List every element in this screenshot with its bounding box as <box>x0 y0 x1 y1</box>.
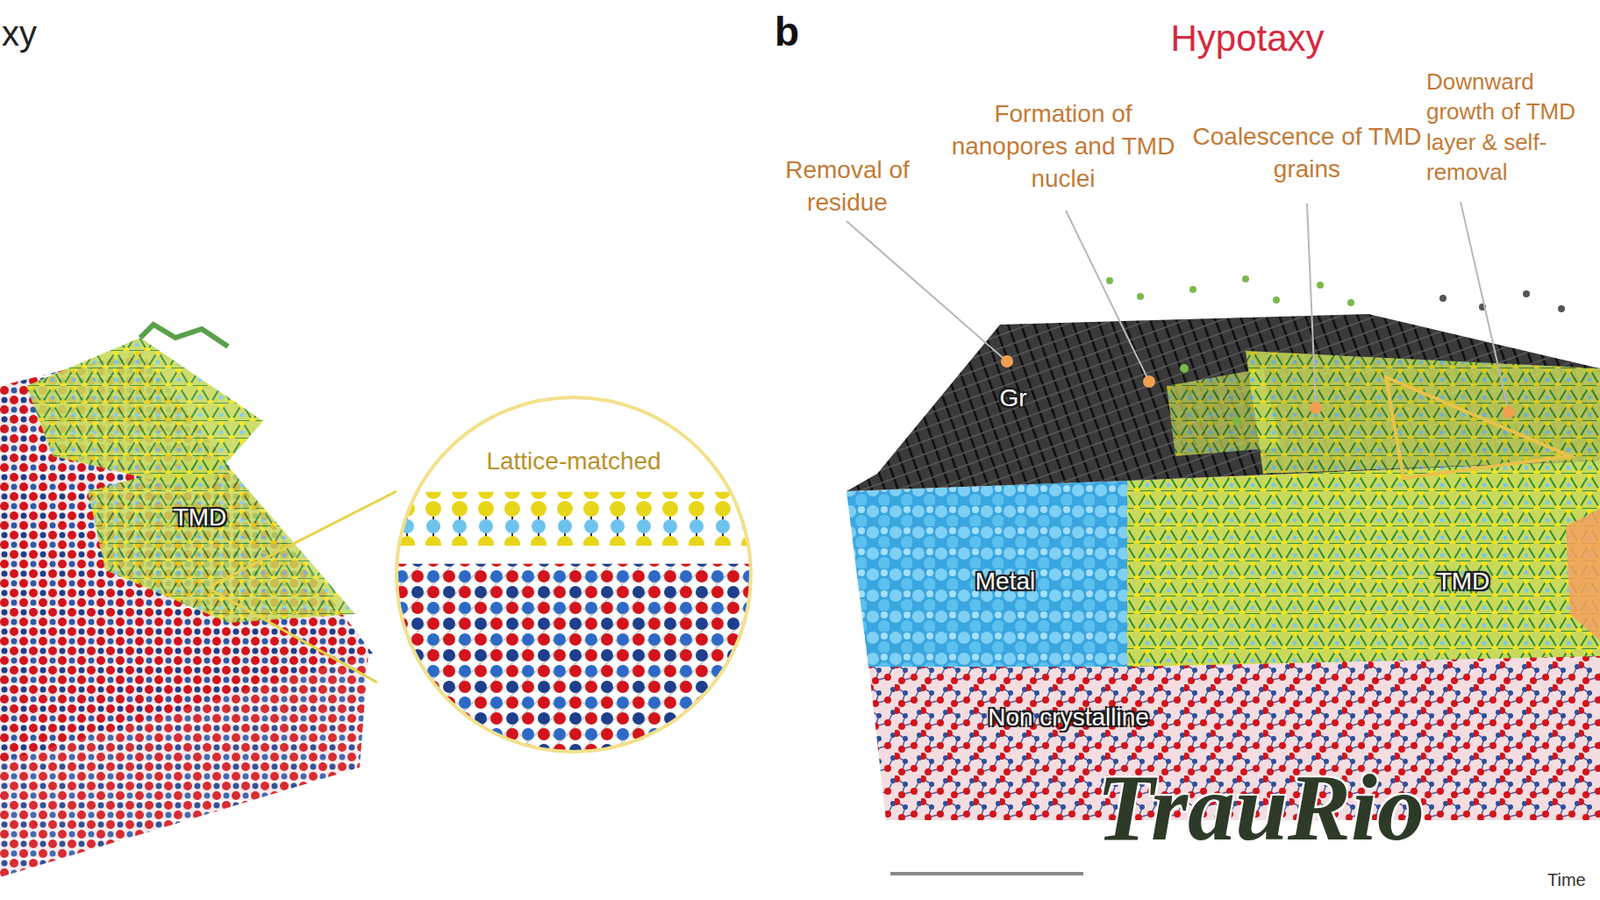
layer-label: Gr <box>978 382 1049 415</box>
callout-label: Removal of residue <box>755 154 940 220</box>
layer-label: TMD <box>1414 565 1512 599</box>
panel-letter: b <box>774 5 828 59</box>
layer-label: TMD <box>156 501 244 535</box>
axis-label: Time <box>1547 868 1599 892</box>
callout-label: Coalescence of TMD grains <box>1184 121 1430 186</box>
watermark: TrauRio <box>1096 756 1536 861</box>
callout-label: Downward growth of TMD layer & self-remo… <box>1426 66 1595 187</box>
panel-title: Hypotaxy <box>1089 14 1406 63</box>
zoom-circle: Lattice-matched <box>393 394 754 755</box>
callout-label: Formation of nanopores and TMD nuclei <box>944 98 1182 196</box>
layer-label: Non crystalline <box>936 701 1200 735</box>
zoom-caption: Lattice-matched <box>428 445 719 479</box>
layer-label: Metal <box>943 565 1067 599</box>
panel-title: xy <box>1 10 72 58</box>
